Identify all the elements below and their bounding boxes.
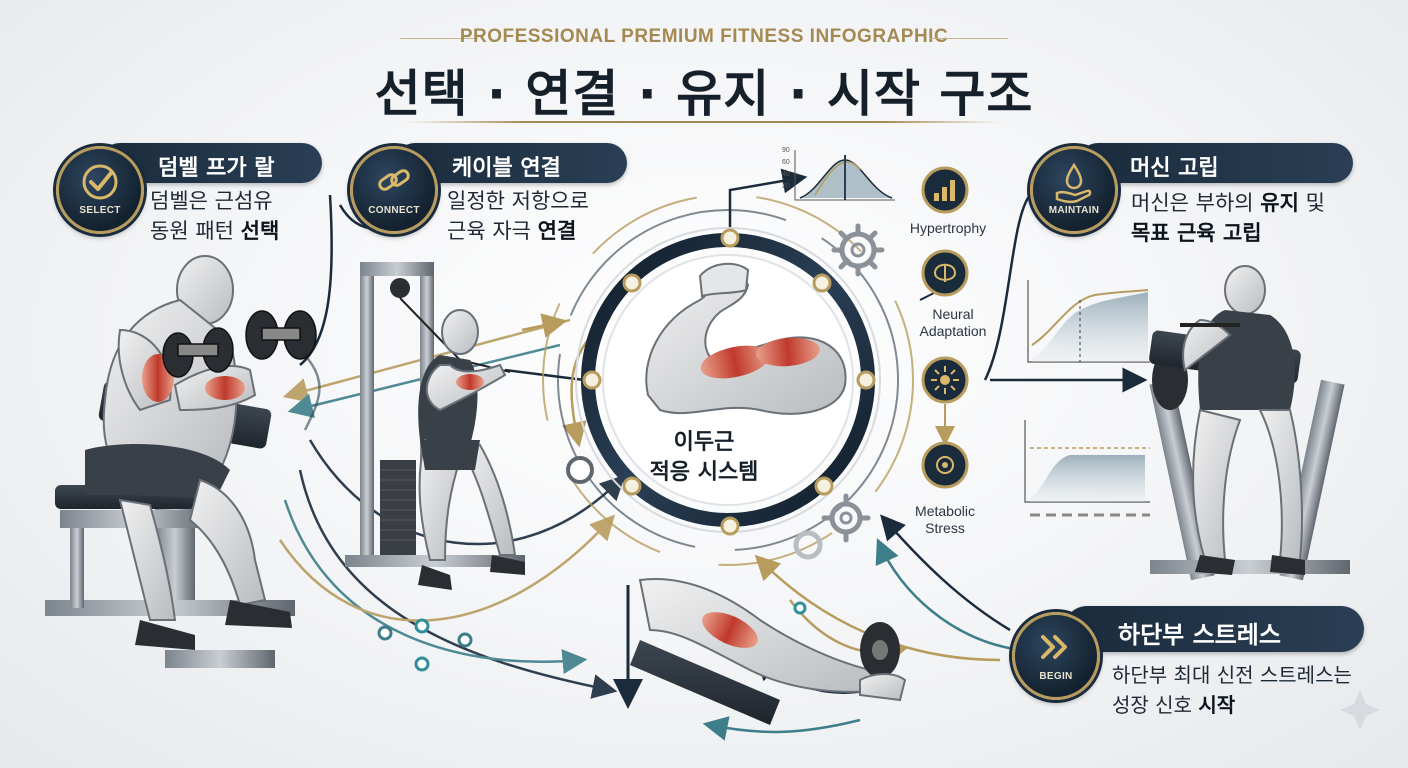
- step-begin-pill: [1064, 606, 1364, 652]
- step-maintain-description: 머신은 부하의 유지 및 목표 근육 고립: [1131, 188, 1325, 248]
- step-select-description: 덤벨은 근섬유 동원 패턴 선택: [150, 186, 279, 246]
- step-begin-badge-label: BEGIN: [1039, 671, 1073, 682]
- step-select-badge: SELECT: [56, 146, 144, 234]
- step-begin-line2: 성장 신호: [1112, 693, 1199, 717]
- step-begin-keyword: 시작: [1198, 693, 1236, 717]
- step-begin-line1: 하단부 최대 신전 스트레스는: [1112, 663, 1352, 687]
- step-select-keyword: 선택: [240, 219, 280, 243]
- step-maintain-badge-label: MAINTAIN: [1048, 205, 1100, 216]
- eyebrow-rule-left: [400, 38, 478, 39]
- center-title-line2: 적응 시스템: [649, 460, 759, 485]
- mini-chart-tick: 20: [782, 183, 790, 190]
- step-select-line1: 덤벨은 근섬유: [150, 189, 273, 213]
- step-begin-title: 하단부 스트레스: [1118, 621, 1281, 649]
- step-maintain-badge: MAINTAIN: [1030, 146, 1118, 234]
- checkmark-icon: [82, 164, 118, 200]
- mechanism-neural-label: Neural Adaptation: [919, 306, 987, 339]
- step-maintain-line1-tail: 및: [1298, 191, 1325, 215]
- step-select-title: 덤벨 프가 랄: [158, 156, 275, 181]
- eyebrow-text: PROFESSIONAL PREMIUM FITNESS INFOGRAPHIC: [459, 26, 949, 47]
- title-rule: [408, 121, 1000, 123]
- mini-chart-tick: 60: [782, 159, 790, 166]
- step-maintain-keyword: 유지: [1260, 191, 1299, 215]
- step-connect-keyword: 연결: [537, 219, 577, 243]
- mechanism-hypertrophy-label: Hypertrophy: [909, 220, 987, 236]
- step-connect-description: 일정한 저항으로 근육 자극 연결: [447, 186, 589, 246]
- hand-drop-icon: [1055, 162, 1092, 204]
- step-select-line2: 동원 패턴: [150, 219, 241, 243]
- mechanism-metabolic-label: Metabolic Stress: [915, 503, 975, 536]
- step-connect-line2: 근육 자극: [447, 219, 538, 243]
- step-connect-badge: CONNECT: [350, 146, 438, 234]
- step-connect-line1: 일정한 저항으로: [447, 189, 589, 213]
- step-maintain-line2: 목표 근육 고립: [1131, 221, 1262, 245]
- step-maintain-pill: [1078, 143, 1353, 183]
- mini-chart-tick: 90: [782, 147, 790, 154]
- mini-chart-tick: 40: [782, 171, 790, 178]
- step-maintain-line1: 머신은 부하의: [1131, 191, 1261, 215]
- step-connect-badge-label: CONNECT: [368, 205, 420, 216]
- chain-link-icon: [378, 169, 410, 191]
- eyebrow-rule-right: [930, 38, 1008, 39]
- step-maintain-title: 머신 고립: [1130, 156, 1219, 181]
- step-begin-badge: BEGIN: [1012, 612, 1100, 700]
- page-title: 선택 · 연결 · 유지 · 시작 구조: [374, 65, 1034, 123]
- step-select-badge-label: SELECT: [79, 205, 121, 216]
- step-connect-title: 케이블 연결: [452, 156, 561, 181]
- center-title-line1: 이두근: [673, 430, 735, 455]
- double-chevron-icon: [1041, 635, 1067, 659]
- step-begin-description: 하단부 최대 신전 스트레스는 성장 신호 시작: [1112, 660, 1352, 720]
